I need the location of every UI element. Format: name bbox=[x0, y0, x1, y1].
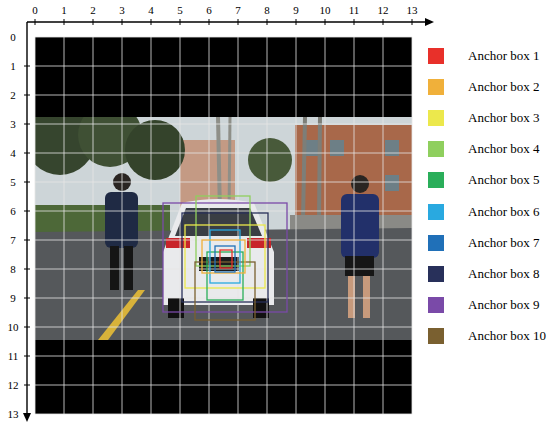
window bbox=[385, 175, 399, 191]
x-axis-number: 13 bbox=[407, 5, 418, 16]
y-axis-number: 12 bbox=[8, 380, 19, 391]
legend-item: Anchor box 4 bbox=[428, 140, 552, 158]
legend-label: Anchor box 7 bbox=[468, 235, 540, 251]
palm-trunk bbox=[303, 117, 305, 220]
legend-item: Anchor box 8 bbox=[428, 265, 552, 283]
grid bbox=[35, 37, 412, 414]
legend-label: Anchor box 5 bbox=[468, 172, 540, 188]
y-axis-number: 10 bbox=[8, 322, 19, 333]
legend-item: Anchor box 5 bbox=[428, 171, 552, 189]
x-axis-number: 7 bbox=[235, 5, 241, 16]
x-axis-number: 2 bbox=[90, 5, 96, 16]
x-axis-number: 11 bbox=[349, 5, 360, 16]
anchor-box bbox=[210, 230, 240, 283]
legend-item: Anchor box 1 bbox=[428, 47, 552, 65]
y-axis-number: 0 bbox=[10, 32, 16, 43]
legend-label: Anchor box 1 bbox=[468, 48, 540, 64]
legend-label: Anchor box 9 bbox=[468, 297, 540, 313]
anchor-box bbox=[196, 196, 250, 266]
photo bbox=[35, 117, 412, 340]
legend-swatch bbox=[428, 110, 444, 126]
x-axis-number: 12 bbox=[378, 5, 389, 16]
tree bbox=[125, 120, 185, 180]
legend-swatch bbox=[428, 141, 444, 157]
x-axis-number: 8 bbox=[264, 5, 270, 16]
legend-item: Anchor box 6 bbox=[428, 203, 552, 221]
window bbox=[330, 140, 344, 156]
legend-swatch bbox=[428, 48, 444, 64]
x-axis-number: 5 bbox=[177, 5, 183, 16]
legend-label: Anchor box 3 bbox=[468, 110, 540, 126]
legend-label: Anchor box 10 bbox=[468, 328, 546, 344]
y-axis-number: 2 bbox=[10, 90, 16, 101]
y-axis-number: 6 bbox=[10, 206, 16, 217]
legend-swatch bbox=[428, 328, 444, 344]
black-canvas bbox=[35, 37, 412, 414]
legend-item: Anchor box 10 bbox=[428, 327, 552, 345]
legend-label: Anchor box 2 bbox=[468, 79, 540, 95]
legend-label: Anchor box 8 bbox=[468, 266, 540, 282]
x-axis-number: 1 bbox=[61, 5, 67, 16]
anchor-box bbox=[195, 262, 255, 320]
person-torso bbox=[341, 194, 379, 258]
person-shorts bbox=[345, 256, 374, 276]
tail-light bbox=[166, 238, 190, 248]
axis-arrowhead bbox=[425, 18, 434, 26]
lane-line bbox=[98, 290, 145, 340]
anchor-box bbox=[207, 252, 243, 300]
y-axis-number: 9 bbox=[10, 293, 16, 304]
y-axis-number: 7 bbox=[10, 235, 16, 246]
y-axis-number: 13 bbox=[8, 409, 19, 420]
window bbox=[305, 140, 319, 156]
anchor-box bbox=[202, 240, 245, 273]
y-axis-number: 8 bbox=[10, 264, 16, 275]
legend-item: Anchor box 3 bbox=[428, 109, 552, 127]
anchor-box bbox=[220, 250, 232, 268]
y-axis bbox=[26, 22, 27, 416]
legend-item: Anchor box 2 bbox=[428, 78, 552, 96]
x-axis-number: 9 bbox=[293, 5, 299, 16]
anchor-box bbox=[163, 203, 287, 312]
y-axis-tick bbox=[24, 66, 30, 414]
y-axis-number: 3 bbox=[10, 119, 16, 130]
x-axis-number: 3 bbox=[119, 5, 125, 16]
legend-swatch bbox=[428, 235, 444, 251]
legend-label: Anchor box 6 bbox=[468, 204, 540, 220]
tree bbox=[248, 138, 292, 182]
y-axis-number: 1 bbox=[10, 61, 16, 72]
legend-swatch bbox=[428, 172, 444, 188]
anchor-box bbox=[215, 246, 235, 272]
x-axis-tick bbox=[35, 19, 412, 25]
y-axis-number: 5 bbox=[10, 177, 16, 188]
y-axis-number: 11 bbox=[8, 351, 19, 362]
person-leg bbox=[124, 246, 133, 290]
x-axis-number: 10 bbox=[320, 5, 331, 16]
person-leg bbox=[363, 276, 370, 318]
legend-item: Anchor box 7 bbox=[428, 234, 552, 252]
legend-swatch bbox=[428, 266, 444, 282]
palm-trunk bbox=[319, 117, 320, 220]
x-axis-number: 4 bbox=[148, 5, 154, 16]
x-axis bbox=[27, 21, 428, 22]
legend-label: Anchor box 4 bbox=[468, 141, 540, 157]
window bbox=[385, 140, 399, 156]
legend-swatch bbox=[428, 204, 444, 220]
x-axis-number: 6 bbox=[206, 5, 212, 16]
person-leg bbox=[110, 246, 119, 290]
legend-item: Anchor box 9 bbox=[428, 296, 552, 314]
anchor-box bbox=[185, 225, 265, 288]
x-axis-number: 0 bbox=[32, 5, 38, 16]
legend-swatch bbox=[428, 79, 444, 95]
rear-window bbox=[175, 208, 262, 236]
legend-swatch bbox=[428, 297, 444, 313]
y-axis-number: 4 bbox=[10, 148, 16, 159]
